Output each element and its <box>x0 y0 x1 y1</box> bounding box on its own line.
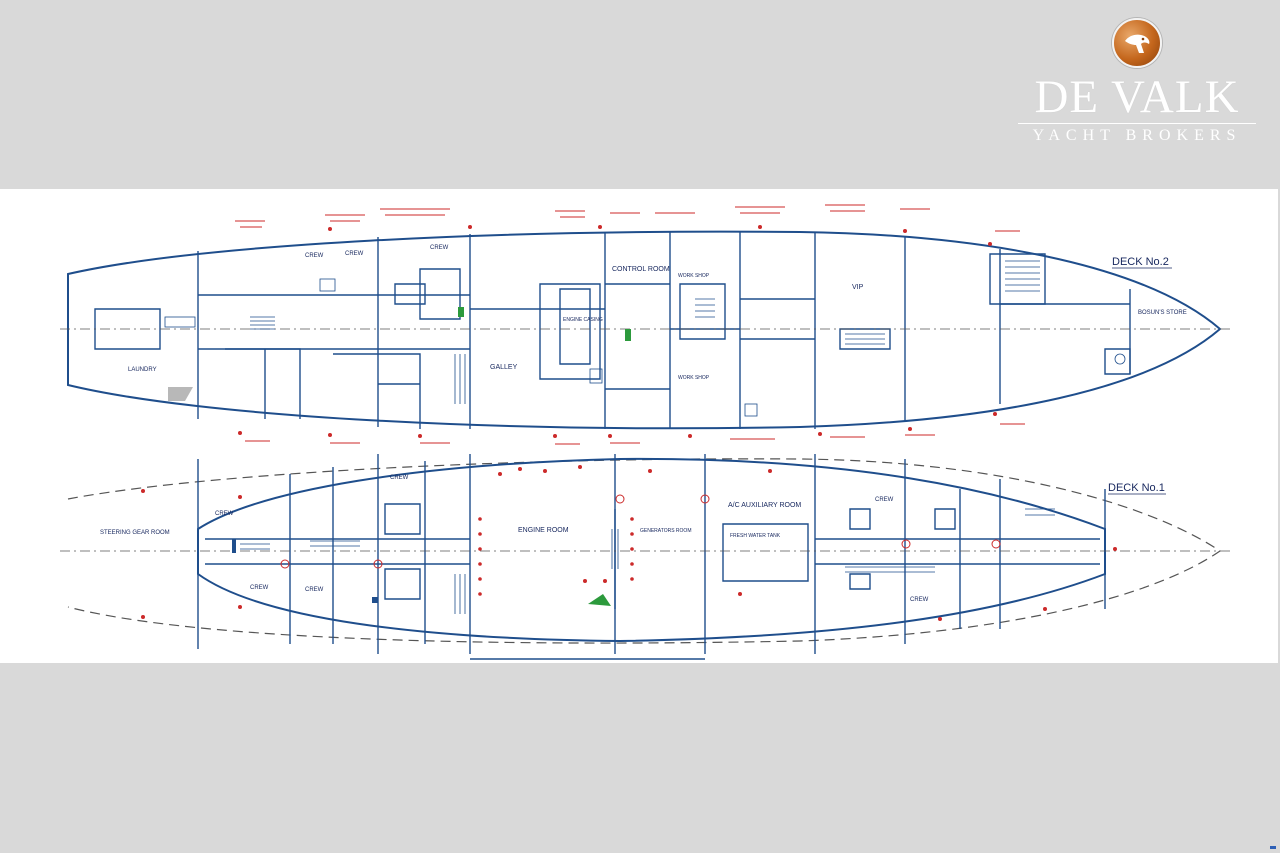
deck-1-stairs <box>240 508 1055 614</box>
deck-2-green-markers <box>458 307 631 341</box>
room-ac-auxiliary: A/C AUXILIARY ROOM <box>728 502 801 509</box>
room-engine-room: ENGINE ROOM <box>518 527 569 534</box>
room-laundry: LAUNDRY <box>128 367 157 373</box>
deck-1-green-marker <box>588 594 611 606</box>
logo-divider <box>1018 123 1256 124</box>
room-control-room: CONTROL ROOM <box>612 266 670 273</box>
brand-tagline: YACHT BROKERS <box>1032 127 1242 144</box>
room-generators: GENERATORS ROOM <box>640 528 692 534</box>
room-vip: VIP <box>852 284 864 291</box>
room-work-shop-a: WORK SHOP <box>678 273 710 279</box>
room-crew-d2-b: CREW <box>345 251 364 257</box>
room-crew-d1-e: CREW <box>875 497 894 503</box>
room-crew-d1-b: CREW <box>250 585 269 591</box>
deck-1-red-markers <box>141 465 1117 621</box>
deck-plan-svg: DECK No.2 GALLEY CONTROL ROOM VIP BOSUN'… <box>60 204 1230 660</box>
room-crew-d1-d: CREW <box>390 475 409 481</box>
room-crew-d1-a: CREW <box>215 511 234 517</box>
deck-2-hull <box>67 230 1222 430</box>
deck-1-title: DECK No.1 <box>1108 482 1165 494</box>
falcon-head-icon <box>1112 18 1162 68</box>
room-crew-d2-a: CREW <box>305 253 324 259</box>
deck-2-red-markers <box>238 225 997 438</box>
deck-1-bulkheads <box>197 454 1106 660</box>
room-bosuns-store: BOSUN'S STORE <box>1138 310 1187 316</box>
deck-2-hatch <box>168 387 193 401</box>
deck-1-hull <box>197 457 1106 643</box>
room-work-shop-b: WORK SHOP <box>678 375 710 381</box>
deck-1: DECK No.1 STEERING GEAR ROOM ENGINE ROOM… <box>60 454 1230 660</box>
room-crew-d1-c: CREW <box>305 587 324 593</box>
deck-2-bulkheads <box>94 232 1131 429</box>
room-galley: GALLEY <box>490 364 518 371</box>
deck-1-blue-marks <box>232 539 378 603</box>
deck-plan-drawing: DECK No.2 GALLEY CONTROL ROOM VIP BOSUN'… <box>0 189 1278 663</box>
tank-fresh-water: FRESH WATER TANK <box>730 533 781 539</box>
room-steering-gear: STEERING GEAR ROOM <box>100 530 170 536</box>
brand-name: DE VALK <box>1034 71 1240 123</box>
deck-2-stairs <box>250 260 1040 404</box>
de-valk-logo: DE VALK YACHT BROKERS <box>1012 18 1262 144</box>
deck-2: DECK No.2 GALLEY CONTROL ROOM VIP BOSUN'… <box>60 225 1230 438</box>
room-engine-casing: ENGINE CASING <box>563 317 603 323</box>
room-crew-d1-f: CREW <box>910 597 929 603</box>
corner-flag-mark <box>1270 846 1276 849</box>
deck-2-title: DECK No.2 <box>1112 256 1169 268</box>
deck-2-fixtures <box>164 278 1126 417</box>
top-annotations <box>235 204 1020 232</box>
room-crew-d2-c: CREW <box>430 245 449 251</box>
mid-annotations <box>245 423 1025 445</box>
